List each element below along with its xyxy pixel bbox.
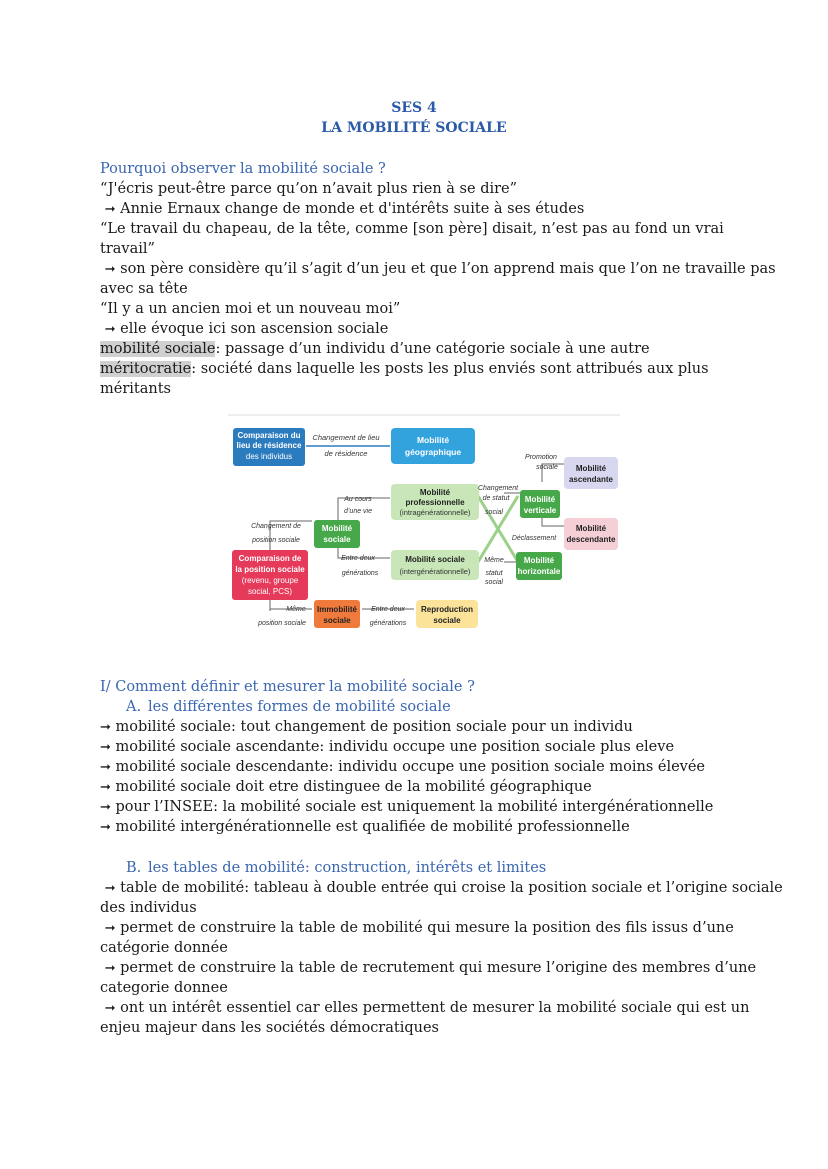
bullet: ➞ permet de construire la table de recru… — [104, 960, 757, 976]
arrow-icon: ➞ — [104, 921, 116, 936]
diagram-label: sociale — [433, 616, 461, 625]
diagram-label: Mobilité — [524, 556, 555, 565]
quote-2-cont: travail” — [100, 241, 155, 257]
diagram-label: descendante — [567, 535, 616, 544]
quote-2: “Le travail du chapeau, de la tête, comm… — [100, 221, 724, 237]
diagram-label: géographique — [405, 447, 461, 457]
bullet-cont: enjeu majeur dans les sociétés démocrati… — [100, 1020, 439, 1036]
arrow-icon: ➞ — [104, 881, 116, 896]
definition-mobilite: mobilité sociale: passage d’un individu … — [100, 341, 650, 357]
diagram-label: (intragénérationnelle) — [400, 508, 471, 517]
diagram-label: Au cours — [343, 496, 372, 503]
diagram-label: position sociale — [251, 537, 300, 544]
bullet: ➞ mobilité sociale: tout changement de p… — [100, 719, 633, 735]
diagram-label: Mobilité — [417, 435, 449, 445]
diagram-label: la position sociale — [235, 565, 305, 574]
section1b-heading: B.les tables de mobilité: construction, … — [126, 860, 547, 876]
diagram-label: Même — [286, 606, 306, 613]
intro-heading: Pourquoi observer la mobilité sociale ? — [100, 161, 386, 177]
bullet-cont: des individus — [100, 900, 197, 916]
diagram-label: Changement — [478, 485, 519, 492]
arrow-icon: ➞ — [100, 820, 111, 835]
definition-meritocratie: méritocratie: société dans laquelle les … — [100, 361, 709, 377]
diagram-label: Immobilité — [317, 605, 358, 614]
diagram-label: Changement de lieu — [312, 433, 380, 442]
bullet: ➞ son père considère qu’il s’agit d’un j… — [104, 261, 776, 277]
arrow-icon: ➞ — [100, 720, 111, 735]
diagram-label: Comparaison de — [239, 554, 302, 563]
bullet-cont: catégorie donnée — [100, 940, 228, 956]
arrow-icon: ➞ — [104, 1001, 116, 1016]
arrow-icon: ➞ — [104, 262, 116, 277]
arrow-icon: ➞ — [104, 322, 116, 337]
diagram-label: sociale — [536, 464, 558, 471]
highlighted-term: méritocratie — [100, 361, 192, 377]
diagram-label: d’une vie — [344, 508, 372, 515]
bullet: ➞ pour l’INSEE: la mobilité sociale est … — [100, 799, 714, 815]
diagram-label: statut — [485, 570, 503, 577]
diagram-label: Mobilité — [420, 488, 451, 497]
diagram-label: Même — [484, 557, 504, 564]
bullet: ➞ elle évoque ici son ascension sociale — [104, 321, 389, 337]
diagram-label: de résidence — [325, 449, 368, 458]
diagram-label: Déclassement — [512, 535, 557, 542]
diagram-label: social — [485, 579, 503, 586]
diagram-label: Reproduction — [421, 605, 473, 614]
arrow-icon: ➞ — [100, 800, 111, 815]
diagram-label: Comparaison du — [237, 431, 300, 440]
arrow-icon: ➞ — [100, 760, 111, 775]
diagram-label: horizontale — [518, 567, 561, 576]
diagram-label: Mobilité sociale — [405, 555, 465, 564]
diagram-label: sociale — [323, 616, 351, 625]
diagram-label: générations — [370, 620, 407, 627]
section1-heading: I/ Comment définir et mesurer la mobilit… — [100, 679, 475, 695]
arrow-icon: ➞ — [104, 961, 116, 976]
bullet-cont: avec sa tête — [100, 281, 188, 297]
doc-title-line2: LA MOBILITÉ SOCIALE — [321, 120, 507, 136]
diagram-label: (revenu, groupe — [242, 576, 299, 585]
diagram-label: Mobilité — [525, 495, 556, 504]
diagram-label: Promotion — [525, 454, 557, 461]
quote-1: “J'écris peut-être parce qu’on n’avait p… — [100, 181, 518, 197]
definition-cont: méritants — [100, 381, 171, 397]
diagram-label: des individus — [246, 452, 292, 461]
arrow-icon: ➞ — [100, 780, 111, 795]
diagram-label: position sociale — [257, 620, 306, 627]
diagram-label: Mobilité — [576, 524, 607, 533]
bullet: ➞ ont un intérêt essentiel car elles per… — [104, 1000, 750, 1016]
diagram-label: ascendante — [569, 475, 614, 484]
diagram-label: verticale — [524, 506, 557, 515]
bullet: ➞ mobilité sociale ascendante: individu … — [100, 739, 675, 755]
diagram-svg: Comparaison du lieu de résidence des ind… — [228, 414, 620, 628]
diagram-label: social, PCS) — [248, 587, 292, 596]
bullet: ➞ mobilité sociale doit etre distinguee … — [100, 779, 592, 795]
diagram-label: professionnelle — [405, 498, 465, 507]
diagram-label: Changement de — [251, 523, 301, 530]
diagram-label: générations — [342, 570, 379, 577]
bullet-cont: categorie donnee — [100, 980, 228, 996]
diagram-label: sociale — [323, 535, 351, 544]
diagram-label: Mobilité — [322, 524, 353, 533]
diagram-label: de statut — [483, 495, 511, 502]
mobility-diagram: Comparaison du lieu de résidence des ind… — [228, 414, 620, 634]
diagram-label: (intergénérationnelle) — [400, 567, 471, 576]
bullet: ➞ mobilité sociale descendante: individu… — [100, 759, 706, 775]
section1a-heading: A.les différentes formes de mobilité soc… — [126, 699, 451, 715]
diagram-label: Mobilité — [576, 464, 607, 473]
diagram-label: Entre deux — [371, 606, 405, 613]
bullet: ➞ table de mobilité: tableau à double en… — [104, 880, 783, 896]
quote-3: “Il y a un ancien moi et un nouveau moi” — [100, 301, 401, 317]
bullet: ➞ permet de construire la table de mobil… — [104, 920, 734, 936]
arrow-icon: ➞ — [100, 740, 111, 755]
bullet: ➞ mobilité intergénérationnelle est qual… — [100, 819, 630, 835]
arrow-icon: ➞ — [104, 202, 116, 217]
diagram-label: lieu de résidence — [237, 441, 302, 450]
diagram-label: social — [485, 509, 503, 516]
doc-title-line1: SES 4 — [391, 100, 437, 116]
bullet: ➞ Annie Ernaux change de monde et d'inté… — [104, 201, 585, 217]
diagram-label: Entre deux — [341, 555, 375, 562]
highlighted-term: mobilité sociale — [100, 341, 216, 357]
